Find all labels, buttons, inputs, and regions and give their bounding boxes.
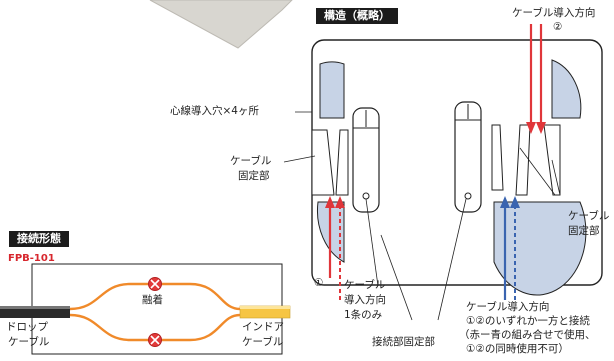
core-holes-label: 心線導入穴×4ヶ所 [170, 105, 259, 117]
core-hole-top-right [551, 59, 582, 119]
joint-holder-right [454, 101, 482, 213]
structure-badge: 構造（概略） [316, 8, 398, 24]
num1-label: ① [314, 277, 324, 289]
num2-top-label: ② [553, 21, 563, 33]
indoor-cable-label-2: ケーブル [242, 336, 284, 348]
cable-in-left-label-2: 導入方向 [344, 294, 386, 306]
joint-fix-label: 接続部固定部 [372, 336, 435, 348]
fiber-bottom [69, 313, 241, 342]
drop-cable-label-1: ドロップ [6, 321, 48, 333]
joint-holder-right-hole [464, 192, 472, 200]
cable-fix-right-label-2: 固定部 [568, 225, 600, 237]
cable-in-right-label-3: （赤ー青の組み合せで使用、 [459, 329, 596, 341]
joint-holder-left [352, 107, 380, 213]
indoor-cable-label-1: インドア [242, 321, 284, 333]
cable-fix-left-label-2: 固定部 [238, 170, 270, 182]
connection-badge: 接続形態 [9, 231, 69, 247]
drop-cable-label-2: ケーブル [8, 336, 50, 348]
cable-in-right-label-2: ①②のいずれか一方と接続 [466, 315, 590, 327]
cable-in-left-label-1: ケーブル [344, 279, 386, 291]
model-label: FPB-101 [8, 253, 55, 264]
cable-fix-part-right-a [491, 124, 504, 191]
fusion-marker-top [148, 277, 162, 291]
cable-fix-part-right-b [515, 124, 531, 196]
cable-in-left-label-3: 1条のみ [344, 309, 383, 321]
fusion-marker-bottom [148, 333, 162, 347]
fiber-top [69, 282, 241, 311]
fusion-label: 融着 [142, 294, 163, 306]
joint-holder-left-hole [362, 192, 370, 200]
cable-in-right-label-1: ケーブル導入方向 [466, 301, 550, 313]
cable-fix-part-left-a [311, 129, 335, 196]
product-photo [149, 0, 293, 49]
cable-fix-part-left-b [335, 129, 349, 196]
core-hole-top-left [319, 61, 345, 119]
cable-fix-right-label-1: ケーブル [568, 210, 610, 222]
cable-fix-left-label-1: ケーブル [230, 155, 272, 167]
cable-in-top-label: ケーブル導入方向 [512, 7, 596, 19]
cable-in-right-label-4: ①②の同時使用不可） [466, 343, 569, 355]
